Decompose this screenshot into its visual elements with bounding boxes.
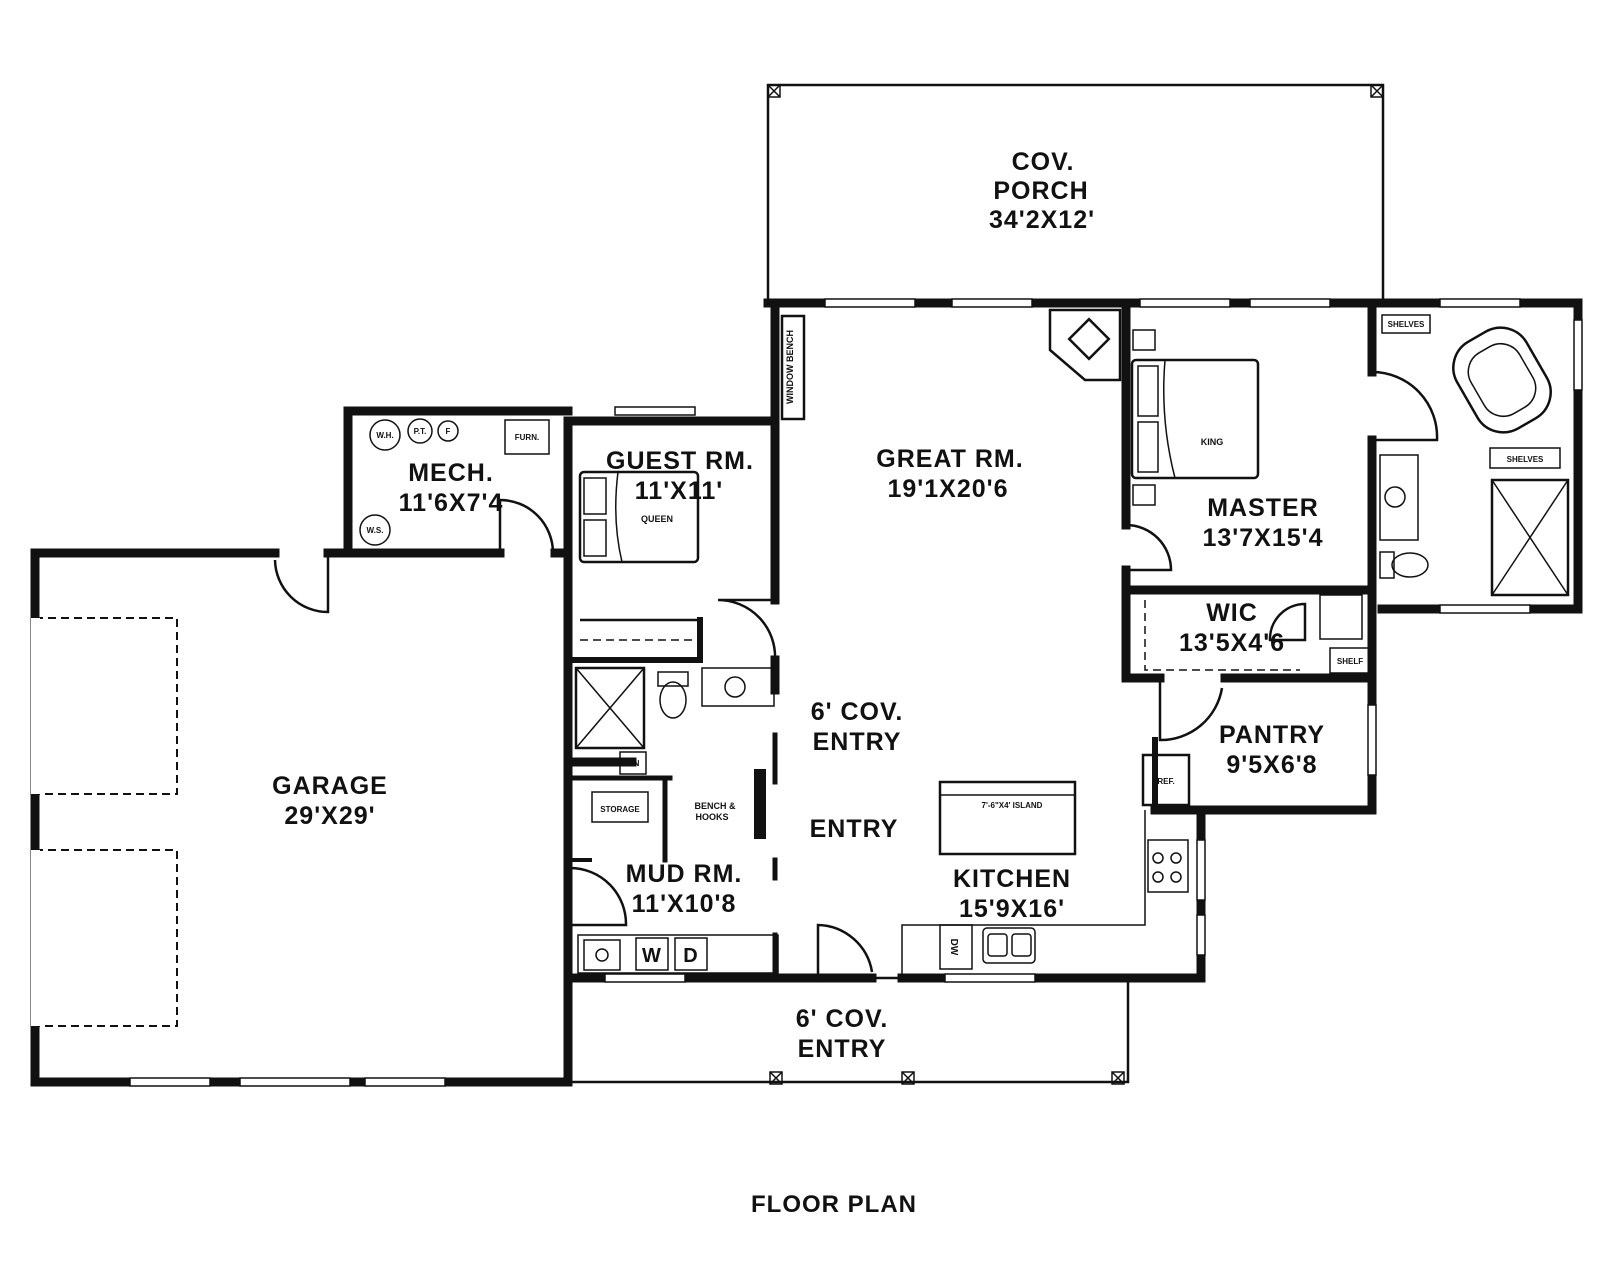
island-label: 7'-6"X4' ISLAND [982, 801, 1043, 810]
king-label: KING [1201, 437, 1224, 447]
dw-label: DW [948, 939, 959, 956]
entry-name: ENTRY [810, 815, 899, 843]
interior-walls [563, 298, 1377, 981]
pantry-size: 9'5X6'8 [1226, 751, 1317, 779]
porch-size: 34'2X12' [989, 206, 1095, 234]
front-entry-name-2: ENTRY [798, 1035, 887, 1063]
mech-size: 11'6X7'4 [399, 489, 504, 517]
porch-name-1: COV. [1012, 148, 1075, 176]
inner-entry-name-2: ENTRY [813, 728, 902, 756]
window-bench: WINDOW BENCH [780, 314, 806, 421]
furn-label: FURN. [515, 433, 539, 442]
lin-label: LIN [627, 759, 640, 768]
plan-title: FLOOR PLAN [751, 1191, 917, 1218]
wic-name: WIC [1206, 599, 1258, 627]
washer-label: W [642, 945, 662, 967]
bench-label-1: BENCH & [694, 801, 736, 811]
f-label: F [446, 427, 451, 436]
ws-label: W.S. [367, 526, 384, 535]
window-bench-label: WINDOW BENCH [785, 330, 795, 404]
guest-bath-fixtures: LIN [574, 666, 775, 775]
master-name: MASTER [1207, 494, 1319, 522]
wh-label: W.H. [376, 431, 393, 440]
great-room-name: GREAT RM. [876, 445, 1023, 473]
mech-name: MECH. [408, 459, 494, 487]
kitchen-name: KITCHEN [953, 865, 1071, 893]
windows [129, 298, 1583, 1087]
guest-room-size: 11'X11' [635, 477, 723, 505]
inner-entry-name-1: 6' COV. [811, 698, 904, 726]
queen-label: QUEEN [641, 514, 673, 524]
wic-fixtures: SHELF [1144, 594, 1371, 674]
guest-room-name: GUEST RM. [606, 447, 754, 475]
king-bed: KING [1130, 329, 1260, 506]
shelves-label-1: SHELVES [1388, 320, 1425, 329]
kitchen-size: 15'9X16' [959, 895, 1065, 923]
fireplace [1048, 308, 1122, 382]
wic-size: 13'5X4'6 [1179, 629, 1285, 657]
front-entry-name-1: 6' COV. [796, 1005, 889, 1033]
bench-label-2: HOOKS [695, 812, 728, 822]
porch-name-2: PORCH [993, 177, 1088, 205]
exterior-walls [30, 298, 1583, 1087]
pt-label: P.T. [414, 427, 427, 436]
garage-size: 29'X29' [284, 802, 375, 830]
mud-room-name: MUD RM. [626, 860, 743, 888]
master-bath-fixtures: SHELVES SHELVES [1379, 314, 1570, 597]
shelves-label-2: SHELVES [1507, 455, 1544, 464]
ref-label: REF. [1157, 777, 1174, 786]
queen-bed: QUEEN [578, 470, 700, 641]
master-size: 13'7X15'4 [1203, 524, 1324, 552]
dryer-label: D [683, 945, 698, 967]
garage-doors [31, 617, 178, 1027]
doors [273, 370, 1439, 978]
pantry-name: PANTRY [1219, 721, 1325, 749]
shelf-label: SHELF [1337, 657, 1363, 666]
garage-name: GARAGE [272, 772, 388, 800]
storage-label: STORAGE [600, 805, 640, 814]
mud-room-fixtures: STORAGE BENCH & HOOKS W D [577, 791, 779, 974]
mud-room-size: 11'X10'8 [632, 890, 737, 918]
room-labels: COV. PORCH 34'2X12' GREAT RM. 19'1X20'6 … [272, 148, 1325, 1218]
kitchen-fixtures: 7'-6"X4' ISLAND REF. DW [901, 753, 1191, 975]
mech-equipment: W.H. P.T. F W.S. FURN. [359, 418, 550, 546]
great-room-size: 19'1X20'6 [888, 475, 1009, 503]
front-covered-entry-outline [566, 976, 1130, 1085]
